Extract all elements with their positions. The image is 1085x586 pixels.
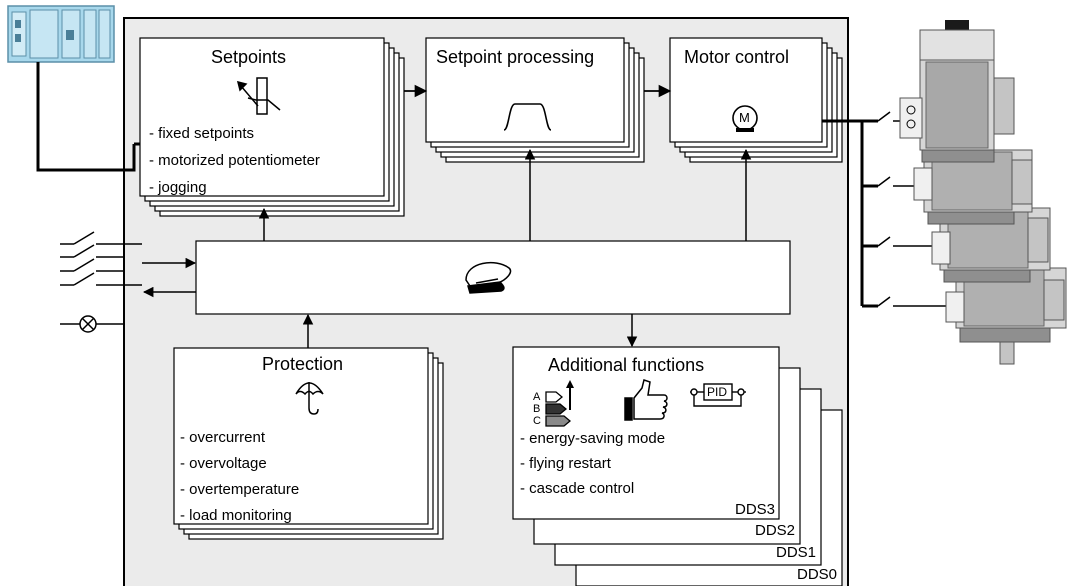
protection-item-load-monitoring: - load monitoring	[180, 507, 292, 524]
thumbs-up-icon	[624, 379, 668, 421]
efficiency-class-icon	[545, 380, 574, 427]
plc-controller-icon	[7, 5, 115, 63]
setpoints-block	[139, 37, 405, 217]
setpoint-item-fixed: - fixed setpoints	[149, 125, 255, 142]
dds2-label: DDS2	[754, 522, 795, 539]
efficiency-label-a: A	[533, 391, 541, 403]
motor-output-wiring	[822, 119, 878, 308]
motor-control-block	[669, 37, 843, 163]
dds3-label: DDS3	[734, 501, 775, 518]
protection-item-overcurrent: - overcurrent	[180, 429, 266, 446]
motor-control-title: Motor control	[684, 47, 790, 67]
umbrella-icon	[295, 382, 324, 415]
additional-item-energy-saving: - energy-saving mode	[520, 430, 666, 447]
additional-functions-title: Additional functions	[548, 355, 705, 375]
ramp-function-icon	[503, 103, 552, 131]
pid-label: PID	[707, 385, 728, 399]
protection-item-overtemperature: - overtemperature	[180, 481, 300, 498]
data-set-stack	[512, 346, 843, 586]
additional-item-flying-restart: - flying restart	[520, 455, 611, 472]
setpoint-item-motorized: - motorized potentiometer	[149, 152, 320, 169]
additional-item-cascade-control: - cascade control	[520, 480, 635, 497]
motor-icon	[732, 105, 758, 132]
efficiency-label-b: B	[533, 403, 541, 415]
protection-title: Protection	[262, 354, 344, 374]
potentiometer-icon	[236, 77, 281, 115]
setpoint-item-jogging: - jogging	[149, 179, 207, 196]
efficiency-label-c: C	[533, 415, 541, 427]
plc-connection-line	[36, 62, 136, 172]
dds0-label: DDS0	[796, 566, 837, 583]
setpoints-title: Setpoints	[211, 47, 287, 67]
captain-cap-icon	[465, 261, 512, 294]
motor-symbol-label: M	[739, 110, 750, 125]
digital-input-switches	[60, 231, 124, 286]
dds1-label: DDS1	[775, 544, 816, 561]
motor-3	[931, 207, 1051, 283]
pid-controller-icon	[690, 383, 746, 407]
setpoint-processing-title: Setpoint processing	[436, 47, 595, 67]
setpoint-processing-block	[425, 37, 645, 163]
motor-1	[899, 20, 1015, 163]
signal-lamp-icon	[60, 315, 124, 333]
protection-item-overvoltage: - overvoltage	[180, 455, 267, 472]
